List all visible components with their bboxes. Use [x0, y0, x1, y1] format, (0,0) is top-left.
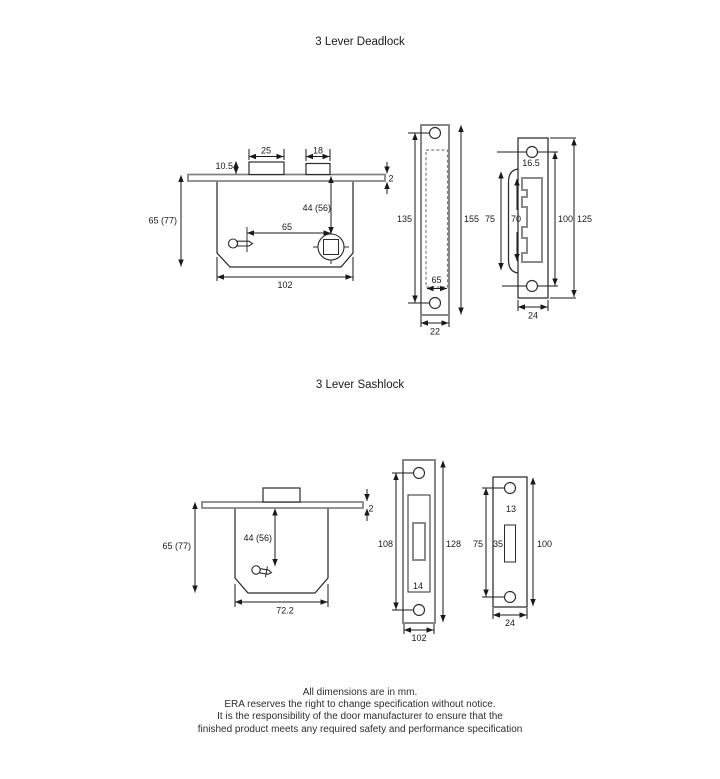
dim-label: 44 (56) — [243, 533, 272, 543]
dim-plate-height: 155 — [458, 125, 479, 315]
dim-label: 22 — [430, 327, 440, 337]
footer-line: finished product meets any required safe… — [197, 723, 523, 735]
dim-label-hole-offset: 13 — [506, 504, 516, 514]
dim-strike-width: 24 — [492, 608, 528, 628]
dim-label: 18 — [313, 146, 323, 156]
dim-label: 75 — [473, 539, 483, 549]
dim-label: 44 (56) — [302, 203, 331, 213]
deadlock-faceplate-drawing: 135 155 65 22 — [397, 124, 479, 337]
dim-label: 155 — [464, 214, 479, 224]
dim-strike-screw-centres: 100 — [537, 151, 573, 287]
dim-case-height: 65 (77) — [162, 502, 198, 593]
dim-keyhole-to-spindle: 65 — [246, 222, 331, 252]
dim-label-aperture-width: 14 — [413, 581, 423, 591]
dim-label: 65 — [282, 222, 292, 232]
deadlock-case-drawing: 25 18 10.5 2 65 (77) 44 (56) — [148, 146, 393, 291]
screw-hole — [428, 296, 442, 310]
latch-aperture — [412, 522, 426, 561]
sashlock-case-outline — [234, 508, 329, 594]
dim-label: 65 — [431, 275, 441, 285]
dim-plate-width: 22 — [420, 316, 450, 337]
dim-case-height: 65 (77) — [148, 175, 184, 267]
dim-plate-thickness: 2 — [364, 489, 374, 521]
forend-inner-panel — [407, 494, 431, 593]
dim-bolt-projection: 10.5 — [215, 161, 239, 174]
dim-label: 10.5 — [215, 161, 233, 171]
bolt-stump — [305, 162, 331, 176]
dim-label: 75 — [485, 214, 495, 224]
screw-hole — [525, 145, 539, 159]
deadlock-title: 3 Lever Deadlock — [315, 36, 405, 48]
keyhole-glyph — [227, 238, 254, 249]
dim-label: 102 — [277, 280, 292, 290]
dim-label: 108 — [378, 539, 393, 549]
dim-label: 70 — [511, 214, 521, 224]
deadbolt — [248, 161, 285, 176]
footer-line: All dimensions are in mm. — [302, 687, 418, 698]
dim-case-depth: 102 — [216, 257, 354, 290]
latch-aperture — [504, 524, 516, 563]
dim-plate-height: 128 — [440, 460, 461, 622]
dim-keyhole-height: 44 (56) — [243, 508, 278, 566]
dim-label-hole-offset: 16.5 — [522, 158, 540, 168]
dim-recess-width: 65 — [426, 275, 447, 292]
sashlock-title: 3 Lever Sashlock — [315, 379, 405, 391]
dim-label: 24 — [505, 618, 515, 628]
dim-cutout-height: 70 — [511, 178, 521, 261]
dim-deadbolt-width: 18 — [305, 146, 331, 161]
dim-screw-centres: 108 — [378, 472, 413, 611]
screw-hole — [525, 279, 539, 293]
deadlock-strike-drawing: 16.5 70 75 100 125 24 — [485, 137, 592, 321]
dim-label: 25 — [261, 146, 271, 156]
dim-strike-width: 24 — [517, 300, 549, 321]
deadlock-strike-plate — [517, 137, 549, 299]
dim-label: 128 — [446, 539, 461, 549]
dim-strike-height: 125 — [550, 137, 592, 299]
footer-notes: All dimensions are in mm. ERA reserves t… — [0, 687, 720, 736]
dim-label: 135 — [397, 214, 412, 224]
dim-label: 2 — [369, 504, 374, 514]
dim-label: 24 — [528, 311, 538, 321]
sashlock-faceplate-edge — [201, 501, 364, 509]
screw-hole — [503, 590, 517, 604]
sashlock-strike-drawing: 13 35 75 100 24 — [473, 476, 552, 628]
dim-label: 100 — [537, 539, 552, 549]
keyhole-glyph — [251, 565, 273, 578]
dim-case-depth: 72.2 — [234, 584, 329, 616]
sashlock-faceplate-drawing: 14 108 128 102 — [378, 459, 461, 643]
footer-line: ERA reserves the right to change specifi… — [224, 699, 496, 711]
screw-hole — [412, 603, 426, 617]
deadlock-strike-cutout — [521, 177, 543, 263]
screw-hole — [412, 466, 426, 480]
dim-plate-thickness: 2 — [384, 162, 394, 194]
dim-strike-height: 100 — [530, 477, 552, 606]
deadlock-faceplate-edge — [187, 173, 386, 182]
screw-hole — [503, 481, 517, 495]
dim-label: 102 — [411, 633, 426, 643]
dim-lip-height: 75 — [485, 171, 504, 270]
sashlock-case-drawing: 2 65 (77) 44 (56) 72.2 — [162, 487, 374, 616]
dim-screw-centres: 75 — [473, 487, 504, 598]
dim-label-aperture-height: 35 — [493, 539, 503, 549]
dim-plate-width: 102 — [403, 624, 435, 643]
dim-label: 65 (77) — [162, 541, 191, 551]
dim-label: 2 — [389, 174, 394, 184]
strike-box-lip — [507, 168, 519, 274]
screw-hole — [428, 126, 442, 140]
latch-bolt — [262, 487, 301, 503]
sashlock-strike-plate — [492, 476, 528, 608]
dim-screw-centres: 135 — [397, 132, 429, 304]
dim-label: 72.2 — [276, 606, 294, 616]
dim-bolt-width: 25 — [248, 146, 285, 160]
dim-label: 65 (77) — [148, 216, 177, 226]
dim-label: 125 — [577, 214, 592, 224]
spindle-follower-glyph — [313, 233, 349, 264]
footer-line: It is the responsibility of the door man… — [217, 711, 503, 723]
dim-spindle-height: 44 (56) — [302, 176, 334, 234]
dim-label: 100 — [558, 214, 573, 224]
deadlock-case-outline — [216, 181, 354, 268]
